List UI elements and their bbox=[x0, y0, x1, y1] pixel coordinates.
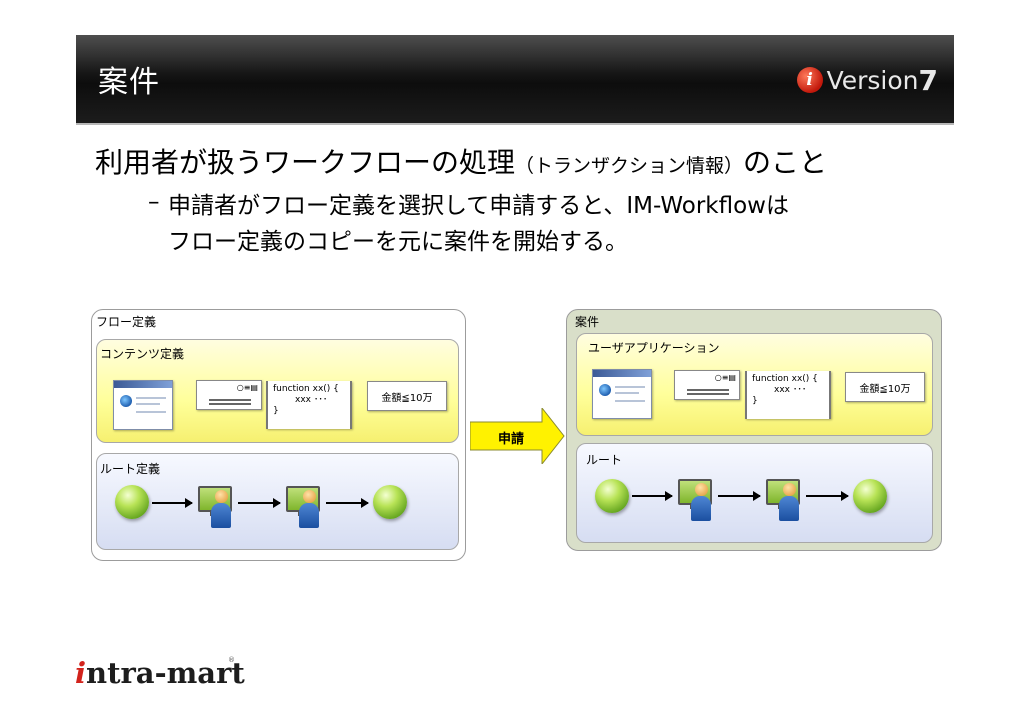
route-arrow bbox=[718, 491, 761, 501]
slide-header: 案件 i Version 7 bbox=[76, 35, 954, 123]
bullet-dash: – bbox=[148, 189, 160, 215]
registered-mark: ® bbox=[228, 656, 235, 664]
code-line-2: xxx ･･･ bbox=[774, 385, 807, 395]
condition-rule: 金額≦10万 bbox=[367, 381, 447, 411]
header-divider bbox=[76, 123, 954, 125]
bullet-line-2: フロー定義のコピーを元に案件を開始する。 bbox=[168, 229, 628, 255]
version-word: Version bbox=[826, 65, 919, 95]
bullet-line-1: 申請者がフロー定義を選択して申請すると、IM-Workflowは bbox=[168, 193, 789, 219]
route-arrow bbox=[632, 491, 673, 501]
route-arrow bbox=[806, 491, 849, 501]
script-code-icon: function xx() { xxx ･･･ } bbox=[266, 381, 352, 429]
route-label: ルート bbox=[586, 453, 623, 467]
logo-wordmark: intra-mart bbox=[75, 656, 245, 690]
form-controls-glyph: ○≡▤ bbox=[714, 373, 736, 382]
lead-main: 利用者が扱うワークフローの処理 bbox=[95, 146, 516, 179]
globe-icon bbox=[120, 395, 132, 407]
logo-i: i bbox=[75, 656, 87, 690]
version-logo: i Version 7 bbox=[796, 63, 938, 97]
code-line-1: function xx() { bbox=[752, 374, 818, 384]
script-code-icon: function xx() { xxx ･･･ } bbox=[745, 371, 831, 419]
user-node-icon bbox=[678, 479, 716, 521]
end-node-icon bbox=[853, 479, 887, 513]
bullet-text: 申請者がフロー定義を選択して申請すると、IM-Workflowは フロー定義のコ… bbox=[168, 188, 789, 260]
lead-statement: 利用者が扱うワークフローの処理（トランザクション情報）のこと bbox=[95, 141, 827, 181]
i-badge-icon: i bbox=[796, 67, 823, 93]
code-line-2: xxx ･･･ bbox=[295, 395, 328, 405]
flow-definition-label: フロー定義 bbox=[96, 315, 157, 329]
user-node-icon bbox=[766, 479, 804, 521]
content-definition-label: コンテンツ定義 bbox=[100, 347, 185, 361]
route-arrow bbox=[326, 498, 369, 508]
browser-screen-icon bbox=[592, 369, 652, 419]
rule-text: 金額≦10万 bbox=[381, 392, 433, 404]
form-controls-glyph: ○≡▤ bbox=[236, 383, 258, 392]
code-line-3: } bbox=[273, 406, 279, 416]
browser-screen-icon bbox=[113, 380, 173, 430]
start-node-icon bbox=[595, 479, 629, 513]
lead-end: のこと bbox=[743, 146, 828, 179]
start-node-icon bbox=[115, 485, 149, 519]
header-gloss bbox=[76, 35, 954, 73]
apply-arrow-icon bbox=[470, 408, 565, 464]
rule-text: 金額≦10万 bbox=[859, 383, 911, 395]
globe-icon bbox=[599, 384, 611, 396]
form-icon: ○≡▤ bbox=[196, 380, 262, 410]
case-label: 案件 bbox=[575, 315, 600, 329]
route-arrow bbox=[152, 498, 193, 508]
version-number: 7 bbox=[918, 63, 938, 97]
route-definition-label: ルート定義 bbox=[100, 462, 161, 476]
form-icon: ○≡▤ bbox=[674, 370, 740, 400]
apply-label: 申請 bbox=[497, 432, 524, 447]
code-line-1: function xx() { bbox=[273, 384, 339, 394]
slide-title: 案件 bbox=[98, 65, 160, 100]
lead-paren: （トランザクション情報） bbox=[515, 155, 744, 177]
logo-rest: ntra-mart bbox=[86, 656, 245, 690]
user-node-icon bbox=[286, 486, 324, 528]
end-node-icon bbox=[373, 485, 407, 519]
code-line-3: } bbox=[752, 396, 758, 406]
route-arrow bbox=[238, 498, 281, 508]
condition-rule: 金額≦10万 bbox=[845, 372, 925, 402]
user-application-label: ユーザアプリケーション bbox=[588, 341, 720, 355]
user-node-icon bbox=[198, 486, 236, 528]
